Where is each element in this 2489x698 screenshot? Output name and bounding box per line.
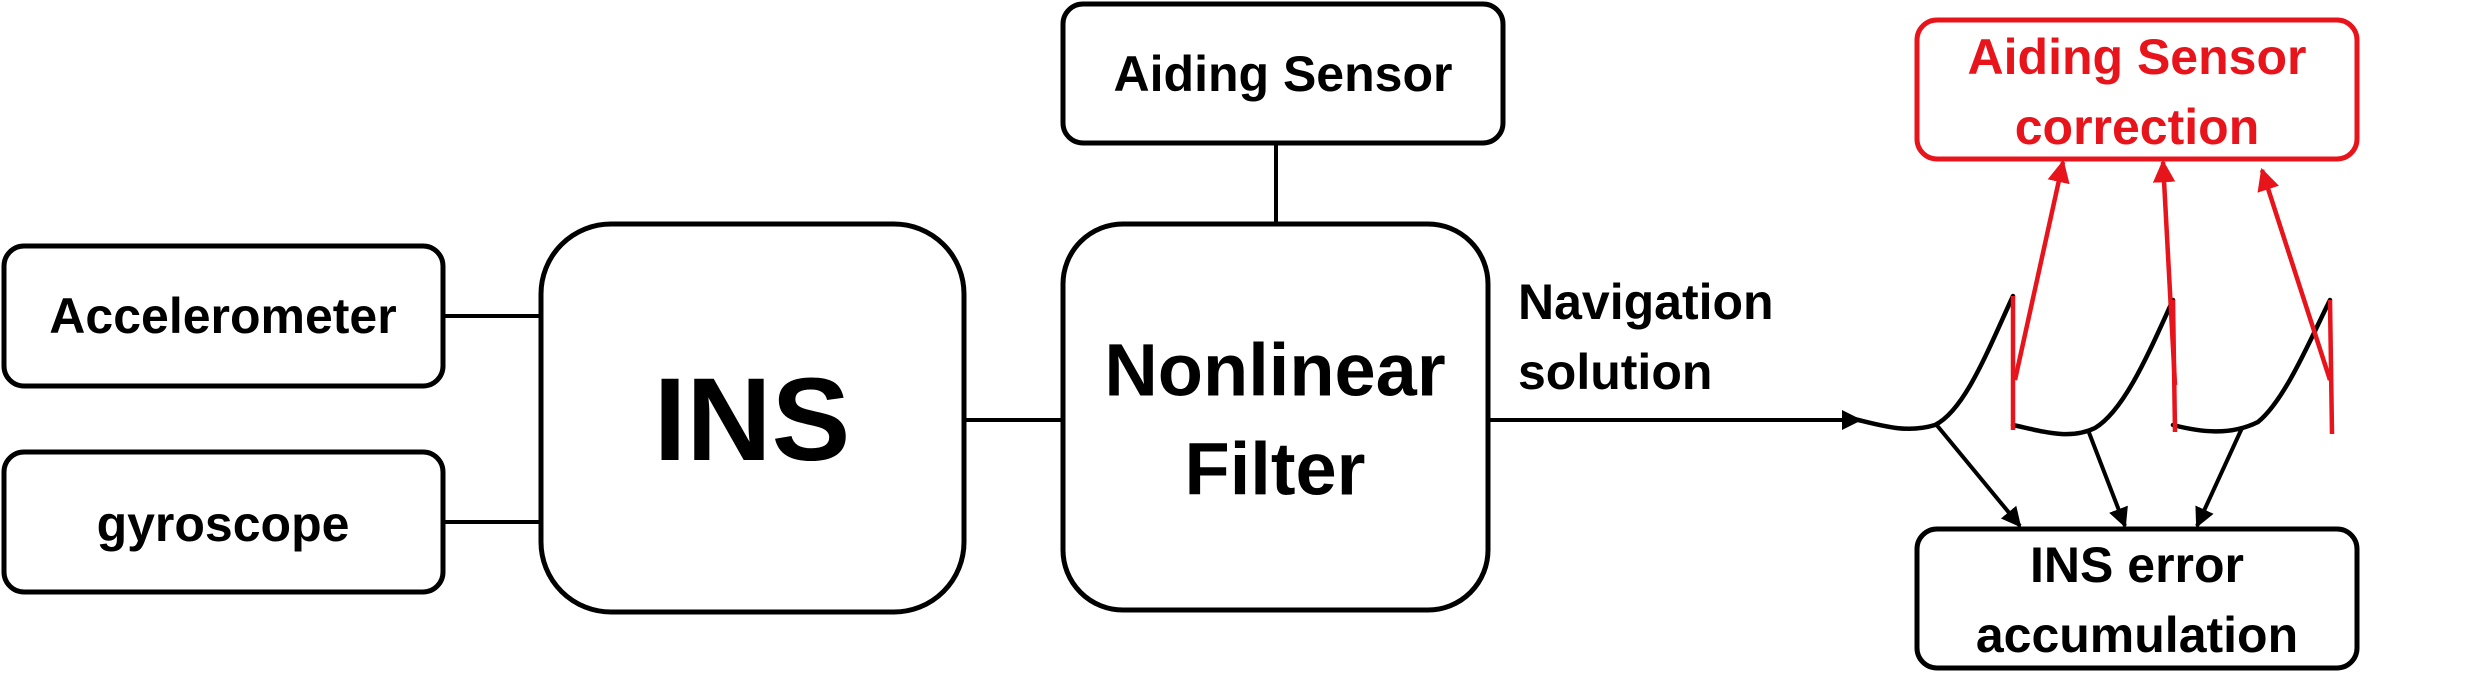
accelerometer-box: Accelerometer	[1, 243, 446, 389]
correction-arrow-3	[2257, 167, 2333, 381]
navigation-solution-line2: solution	[1518, 344, 1712, 400]
accumulation-arrow-1	[1933, 421, 2022, 528]
ins-label: INS	[654, 354, 851, 486]
nonlinear-filter-box: Nonlinear Filter	[1060, 221, 1491, 613]
ins-error-accumulation-box: INS error accumulation	[1914, 526, 2360, 671]
accumulation-arrow-3	[2195, 427, 2244, 528]
gyroscope-box: gyroscope	[1, 449, 446, 595]
aiding-sensor-box: Aiding Sensor	[1060, 1, 1506, 146]
aiding-sensor-label: Aiding Sensor	[1114, 46, 1453, 102]
correction-arrow-1	[2012, 159, 2070, 381]
navigation-solution-line1: Navigation	[1518, 274, 1774, 330]
ins-box: INS	[538, 221, 967, 615]
error-curve-segment-2	[2010, 297, 2176, 437]
connectors	[443, 143, 1862, 524]
correction-arrow-2	[2152, 159, 2178, 386]
error-curve-segment-1	[1847, 293, 2016, 432]
gyroscope-label: gyroscope	[97, 496, 350, 552]
correction-label-line2: correction	[2015, 99, 2260, 155]
aiding-sensor-correction-box: Aiding Sensor correction	[1914, 17, 2360, 162]
accumulation-arrow-2	[2086, 429, 2128, 528]
accelerometer-label: Accelerometer	[49, 288, 396, 344]
error-label-line2: accumulation	[1976, 607, 2298, 663]
error-curve-segment-3	[2170, 297, 2333, 434]
navigation-solution-label: Navigation solution	[1518, 274, 1774, 400]
nonlinear-filter-label-line2: Filter	[1185, 428, 1366, 511]
nonlinear-filter-label-line1: Nonlinear	[1104, 329, 1445, 412]
error-growth-curve	[1847, 293, 2335, 437]
correction-reset-3	[2327, 299, 2335, 435]
accumulation-arrows	[1933, 421, 2244, 528]
correction-arrows	[2012, 159, 2333, 386]
error-label-line1: INS error	[2030, 537, 2244, 593]
correction-label-line1: Aiding Sensor	[1968, 29, 2307, 85]
